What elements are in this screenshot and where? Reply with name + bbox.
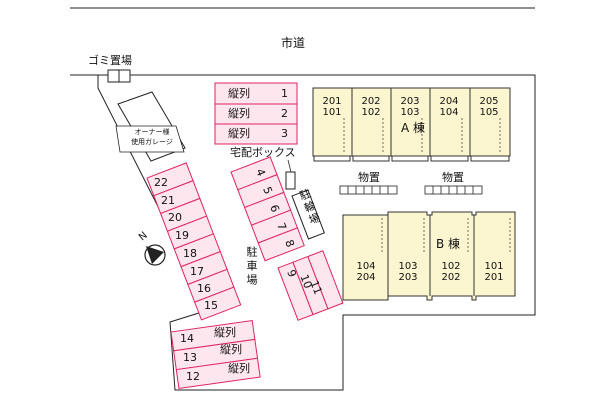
parking-14-text: 縦列 [214,326,236,339]
parking-space-15 [194,286,242,321]
parking-22-num: 22 [154,176,168,189]
road-label: 市道 [281,36,306,50]
building-b-shape [342,211,516,301]
parking-13-text: 縦列 [220,343,242,356]
parking-17-num: 17 [190,265,204,278]
owner-garage-inner [115,125,185,153]
parking-top-group [214,82,298,145]
parking-2-num: 2 [281,107,288,120]
monooki-b-shape [424,185,483,195]
parking-bottom-group [170,320,261,390]
building-a-shape [312,87,511,162]
parking-12-num: 12 [186,370,200,383]
parking-15-num: 15 [204,299,218,312]
parking-3-text: 縦列 [228,127,250,140]
parking-mid-group [277,250,344,321]
parking-18-num: 18 [183,247,197,260]
compass-icon [144,244,166,266]
building-a-stairs [343,118,501,154]
takuhai-box-label: 宅配ボックス [230,146,296,159]
monooki-b-label: 物置 [442,171,464,184]
parking-19-num: 19 [175,229,189,242]
monooki-a-shape [339,185,398,195]
building-b-label: B 棟 [436,237,461,251]
parking-14-num: 14 [180,332,194,345]
parking-2-text: 縦列 [228,107,250,120]
takuhai-leader-line [287,159,292,173]
car-parking-label: 駐車場 [245,246,258,288]
parking-21-num: 21 [161,194,175,207]
trash-area-label: ゴミ置場 [88,54,132,67]
owner-garage-label: オーナー様 使用ガレージ [131,128,173,146]
building-b-stairs [381,218,511,252]
parking-space-3 [214,123,298,145]
parking-space-12 [175,357,261,390]
bike-parking-area [291,189,326,240]
parking-1-num: 1 [281,87,288,100]
building-a-label: A 棟 [401,121,426,135]
parking-space-11 [307,250,344,310]
takuhai-box [285,171,296,190]
parking-20-num: 20 [168,211,182,224]
parking-3-num: 3 [281,127,288,140]
parking-13-num: 13 [183,351,197,364]
parking-12-text: 縦列 [228,362,250,375]
parking-diag-group [230,156,305,262]
parking-1-text: 縦列 [228,87,250,100]
parking-left-group [146,162,242,321]
monooki-a-label: 物置 [358,171,380,184]
parking-space-8 [257,227,305,262]
parking-16-num: 16 [197,282,211,295]
